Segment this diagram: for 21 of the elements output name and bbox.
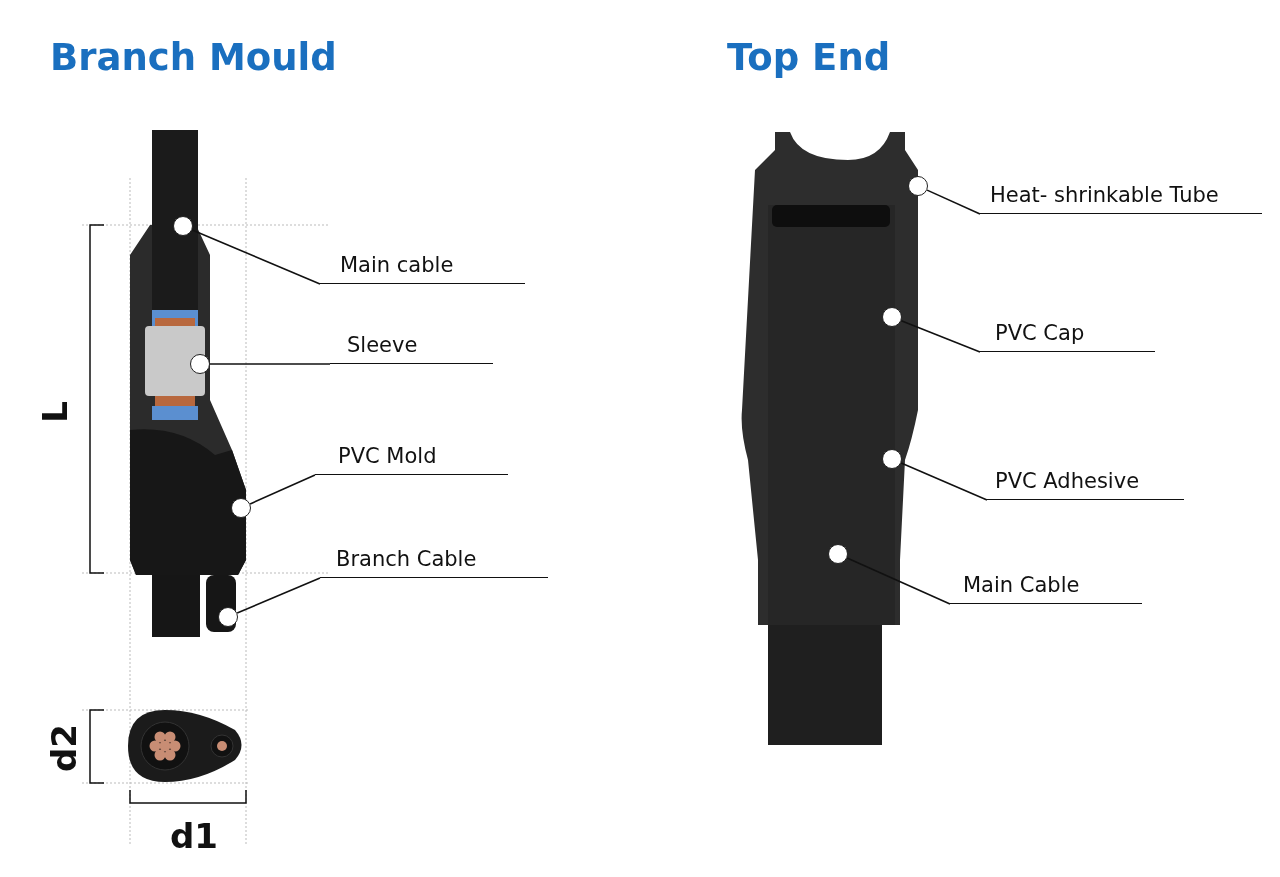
leader-line bbox=[900, 462, 988, 501]
callout-label: Sleeve bbox=[330, 324, 493, 364]
callout-label: Branch Cable bbox=[320, 538, 548, 578]
dimension-label: d2 bbox=[44, 724, 84, 772]
callout-label: PVC Cap bbox=[980, 312, 1155, 352]
leader-line bbox=[846, 557, 951, 605]
leader-line bbox=[249, 474, 316, 505]
leader-line bbox=[191, 229, 321, 285]
leader-line bbox=[926, 189, 981, 215]
dimension-label: L bbox=[34, 401, 75, 423]
heading: Branch Mould bbox=[50, 36, 337, 79]
callout-label: PVC Adhesive bbox=[987, 460, 1184, 500]
callout-label: PVC Mold bbox=[315, 435, 508, 475]
dimension-label: d1 bbox=[170, 816, 218, 856]
leader-line bbox=[236, 577, 321, 614]
callout-label: Heat- shrinkable Tube bbox=[980, 174, 1262, 214]
callout-label: Main Cable bbox=[950, 564, 1142, 604]
leader-line bbox=[209, 363, 331, 365]
heading: Top End bbox=[727, 36, 891, 79]
callout-dot bbox=[908, 176, 928, 196]
callout-label: Main cable bbox=[320, 244, 525, 284]
